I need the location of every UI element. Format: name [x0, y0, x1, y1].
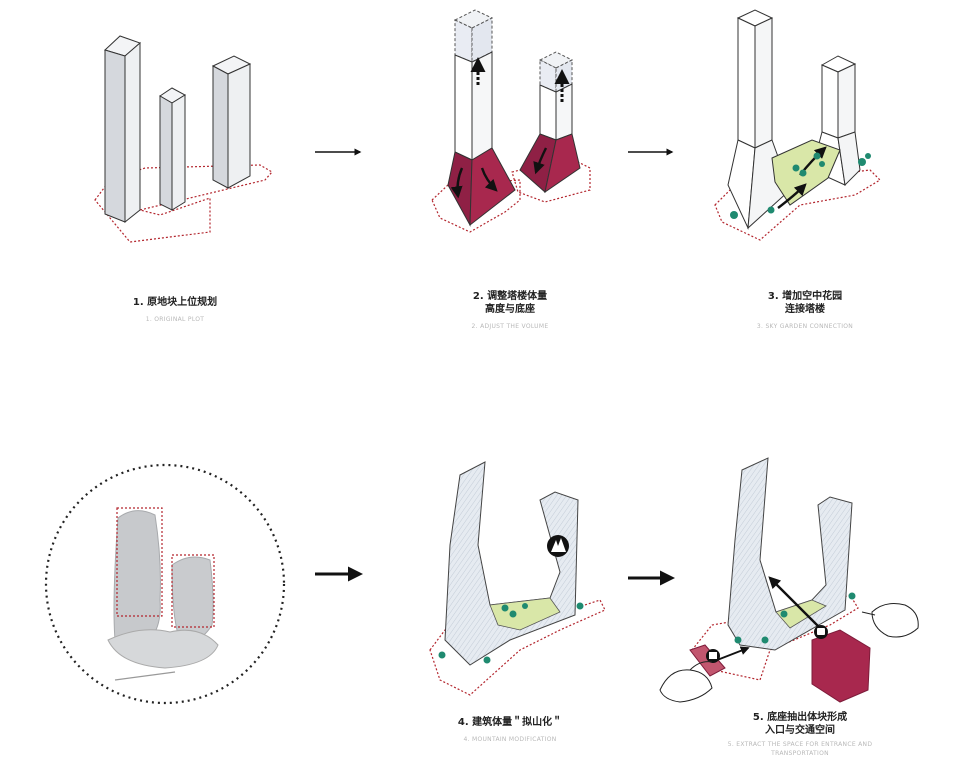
- step5-subtitle-line2: TRANSPORTATION: [771, 750, 829, 757]
- rock-left: [113, 510, 161, 646]
- step2-adjust-volume-diagram: [431, 9, 591, 233]
- plot-boundary: [94, 164, 273, 243]
- extracted-volume: [689, 644, 726, 677]
- step4-title: 4. 建筑体量＂拟山化＂: [457, 717, 563, 728]
- step2-caption: 2. 调整塔楼体量 高度与底座 2. ADJUST THE VOLUME: [440, 290, 580, 331]
- sky-garden: [775, 599, 827, 629]
- tower-b: [159, 87, 187, 211]
- tower-right: [519, 51, 581, 194]
- mass-outline: [171, 554, 215, 628]
- tower-mass: [727, 457, 853, 651]
- tree-icon: [730, 152, 871, 219]
- step4-subtitle: 4. MOUNTAIN MODIFICATION: [463, 736, 557, 743]
- step5-subtitle: 5. EXTRACT THE SPACE FOR ENTRANCE AND: [727, 741, 873, 748]
- hand-icon: [659, 661, 713, 703]
- step1-original-plot-diagram: [94, 35, 273, 243]
- step5-entrance-transportation-diagram: [659, 457, 919, 703]
- hand-icon: [861, 603, 919, 638]
- tower-a: [104, 35, 141, 224]
- step3-caption: 3. 增加空中花园 连接塔楼 3. SKY GARDEN CONNECTION: [735, 290, 875, 331]
- step3-sky-garden-diagram: [714, 9, 881, 241]
- tower-mass: [444, 461, 579, 666]
- arrow-down-icon: [480, 167, 498, 192]
- step1-title: 1. 原地块上位规划: [132, 297, 218, 308]
- step2-subtitle: 2. ADJUST THE VOLUME: [471, 323, 549, 330]
- tower-left: [727, 9, 791, 230]
- step5-title-line2: 入口与交通空间: [765, 725, 835, 736]
- plot-boundary: [714, 169, 881, 241]
- subway-icon: [706, 649, 720, 663]
- step5-caption: 5. 底座抽出体块形成 入口与交通空间 5. EXTRACT THE SPACE…: [715, 711, 885, 758]
- mass-outline: [116, 507, 163, 617]
- step4-mountain-modification-diagram: [429, 461, 606, 696]
- step1-subtitle: 1. ORIGINAL PLOT: [145, 316, 205, 323]
- mountain-inspiration-circle: [44, 463, 286, 705]
- step1-caption: 1. 原地块上位规划 1. ORIGINAL PLOT: [110, 296, 240, 324]
- extracted-volume: [811, 629, 871, 703]
- tower-left: [447, 9, 516, 227]
- arrow-down-icon: [533, 147, 548, 175]
- tower-c: [211, 55, 252, 189]
- bus-icon: [814, 625, 828, 639]
- step3-subtitle: 3. SKY GARDEN CONNECTION: [756, 323, 854, 330]
- tree-icon: [734, 592, 856, 644]
- step2-title-line2: 高度与底座: [485, 304, 535, 315]
- tree-icon: [438, 602, 584, 664]
- rock-base: [107, 629, 219, 669]
- step3-title: 3. 增加空中花园: [767, 291, 843, 302]
- step4-caption: 4. 建筑体量＂拟山化＂ 4. MOUNTAIN MODIFICATION: [440, 716, 580, 744]
- step2-title: 2. 调整塔楼体量: [472, 291, 548, 302]
- mountain-icon: [547, 535, 569, 557]
- arrow-right-icon: [768, 576, 823, 631]
- step5-title: 5. 底座抽出体块形成: [752, 712, 848, 723]
- rock-right: [171, 556, 214, 642]
- arrow-right-icon: [777, 183, 807, 209]
- arrow-down-icon: [450, 167, 464, 199]
- step3-title-line2: 连接塔楼: [785, 304, 825, 315]
